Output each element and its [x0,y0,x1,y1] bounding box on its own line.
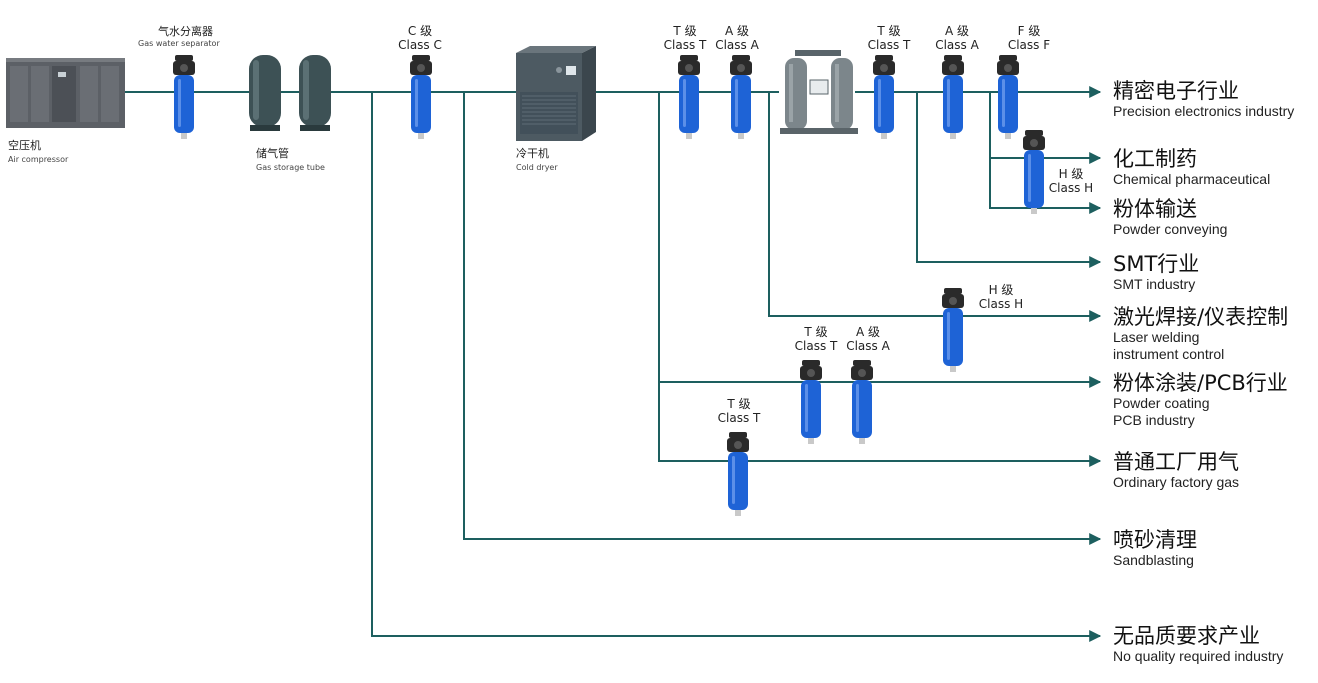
branch-powder-conveying [989,158,1102,214]
tank-label-cn: 储气管 [256,147,289,160]
dryer-label-en: Cold dryer [516,163,558,172]
filter-icon [410,55,432,139]
industry-smt: SMT行业 SMT industry [1113,252,1200,293]
industry-powder-coating: 粉体涂装/PCB行业 Powder coating PCB industry [1113,371,1288,429]
compressor-label-cn: 空压机 [8,139,41,152]
branch-no-quality [371,92,1102,642]
air-compressor-image [6,58,125,128]
filter-icon [678,55,700,139]
filter-icon [173,55,195,139]
cold-dryer-image [516,46,596,141]
industry-no-quality: 无品质要求产业 No quality required industry [1113,624,1284,665]
gas-storage-tube-image [249,55,331,131]
industry-laser-welding: 激光焊接/仪表控制 Laser welding instrument contr… [1113,305,1289,363]
filter-icon [1023,130,1045,214]
industry-factory-gas: 普通工厂用气 Ordinary factory gas [1113,450,1240,491]
branch-smt [916,92,1102,268]
branch-laser [768,92,1102,322]
tank-label-en: Gas storage tube [256,163,325,172]
filter-icon [800,360,822,444]
branch-sandblasting [463,92,1102,545]
compressor-label-en: Air compressor [8,155,69,164]
adsorption-dryer-image [779,50,858,134]
separator-label-cn: 气水分离器 [158,25,213,38]
filter-icon [727,432,749,516]
dryer-label-cn: 冷干机 [516,147,549,160]
filter-icon [730,55,752,139]
industry-precision-electronics: 精密电子行业 Precision electronics industry [1113,79,1295,120]
filter-icon [851,360,873,444]
industry-sandblasting: 喷砂清理 Sandblasting [1113,528,1197,569]
filter-icon [942,55,964,139]
filter-icon [997,55,1019,139]
filter-icon [942,288,964,372]
branch-factory-gas [658,92,1102,467]
filter-icon [873,55,895,139]
industry-chemical-pharmaceutical: 化工制药 Chemical pharmaceutical [1113,147,1271,188]
industry-powder-conveying: 粉体输送 Powder conveying [1113,197,1228,238]
separator-label-en: Gas water separator [138,39,220,48]
